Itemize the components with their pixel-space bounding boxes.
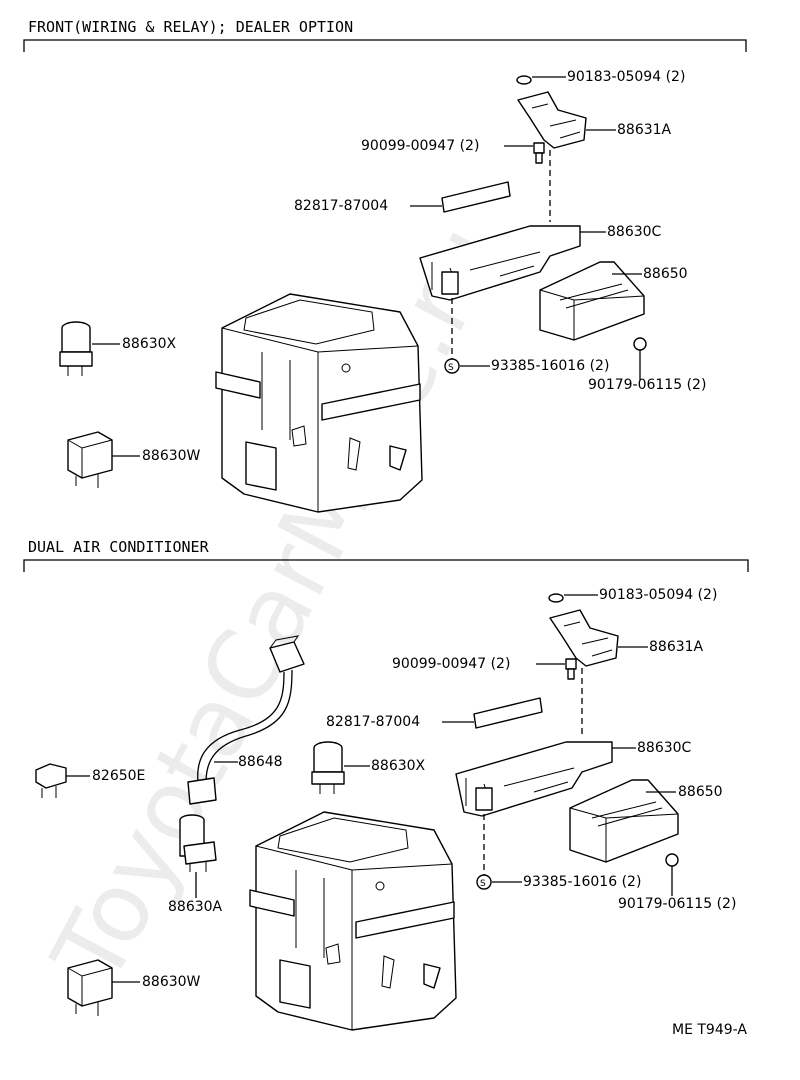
- section-front-wiring-relay: FRONT(WIRING & RELAY); DEALER OPTION 901…: [23, 18, 747, 513]
- label-amplifier: 88650: [678, 784, 723, 800]
- relay-w-part: 88630W: [67, 431, 201, 488]
- svg-text:S: S: [480, 879, 486, 889]
- screw-part: S 93385-16016 (2): [444, 358, 609, 374]
- connector-part: 82650E: [35, 763, 145, 798]
- relay-x-part: 88630X: [311, 741, 426, 794]
- label-connector: 82650E: [92, 768, 145, 784]
- relay-block-part: 88630C: [455, 740, 692, 876]
- label-nut: 90179-06115 (2): [618, 896, 736, 912]
- label-bolt: 90099-00947 (2): [392, 656, 510, 672]
- label-bracket: 88631A: [649, 639, 704, 655]
- label-bolt: 90099-00947 (2): [361, 138, 479, 154]
- label-tube: 82817-87004: [294, 198, 388, 214]
- label-amplifier: 88650: [643, 266, 688, 282]
- label-relay-x: 88630X: [122, 336, 177, 352]
- section-dual-air-conditioner: DUAL AIR CONDITIONER 90183-05094 (2) 886…: [23, 538, 749, 1031]
- junction-block: [249, 811, 457, 1031]
- label-relay-x: 88630X: [371, 758, 426, 774]
- label-bracket: 88631A: [617, 122, 672, 138]
- section-bracket-line: [23, 559, 749, 572]
- screw-part: S 93385-16016 (2): [476, 874, 641, 890]
- label-tube: 82817-87004: [326, 714, 420, 730]
- junction-block: [215, 293, 423, 513]
- section-bracket-line: [23, 39, 747, 52]
- label-nut: 90179-06115 (2): [588, 377, 706, 393]
- clip-part: 90183-05094 (2): [548, 587, 717, 603]
- label-relay-block: 88630C: [637, 740, 692, 756]
- relay-w-part: 88630W: [67, 959, 201, 1016]
- nut-part: 90179-06115 (2): [618, 853, 736, 912]
- label-relay-w: 88630W: [142, 974, 201, 990]
- label-relay-w: 88630W: [142, 448, 201, 464]
- bolt-part: 90099-00947 (2): [392, 656, 577, 680]
- section-title: DUAL AIR CONDITIONER: [28, 538, 210, 556]
- bolt-part: 90099-00947 (2): [361, 138, 545, 164]
- label-screw: 93385-16016 (2): [523, 874, 641, 890]
- label-clip: 90183-05094 (2): [599, 587, 717, 603]
- clip-part: 90183-05094 (2): [516, 69, 685, 85]
- label-screw: 93385-16016 (2): [491, 358, 609, 374]
- diagram-code: ME T949-A: [672, 1022, 747, 1038]
- harness-part: 88648: [187, 635, 305, 805]
- label-clip: 90183-05094 (2): [567, 69, 685, 85]
- bracket-part: 88631A: [549, 609, 704, 734]
- label-relay-a: 88630A: [168, 899, 223, 915]
- nut-part: 90179-06115 (2): [588, 337, 706, 393]
- bracket-part: 88631A: [517, 91, 672, 222]
- relay-a-part: 88630A: [168, 814, 223, 915]
- tube-part: 82817-87004: [326, 697, 543, 730]
- relay-x-part: 88630X: [59, 321, 177, 376]
- relay-block-part: 88630C: [419, 224, 662, 360]
- tube-part: 82817-87004: [294, 181, 511, 214]
- label-relay-block: 88630C: [607, 224, 662, 240]
- amplifier-part: 88650: [539, 261, 688, 341]
- label-harness: 88648: [238, 754, 283, 770]
- section-title: FRONT(WIRING & RELAY); DEALER OPTION: [28, 18, 353, 36]
- svg-text:S: S: [448, 363, 454, 373]
- amplifier-part: 88650: [569, 779, 723, 863]
